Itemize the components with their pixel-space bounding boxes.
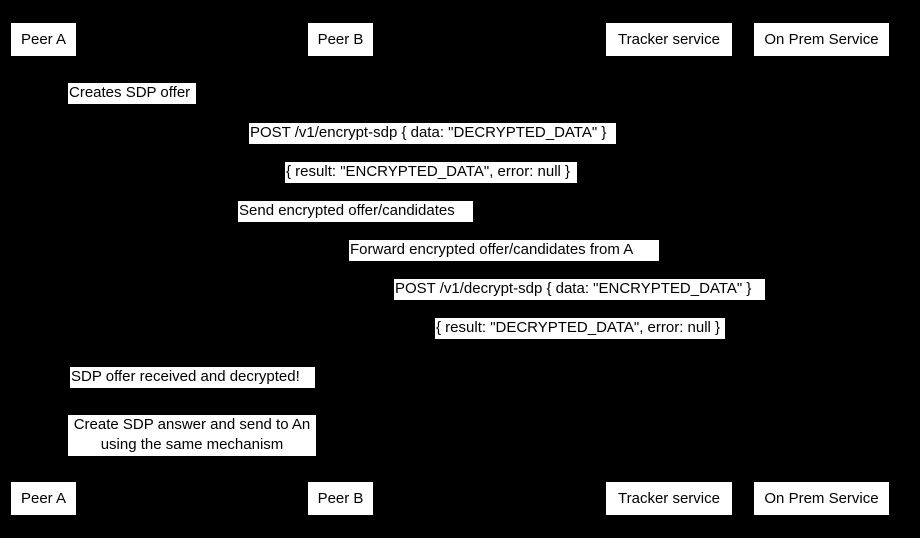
participant-footer-peer-b[interactable]: Peer B	[307, 481, 374, 516]
participant-label: Peer A	[20, 490, 67, 507]
arrow-post-decrypt-sdp	[340, 302, 821, 303]
message-label-create-sdp-answer: Create SDP answer and send to An using t…	[68, 415, 316, 456]
arrow-send-encrypted-offer	[43, 224, 668, 225]
participant-header-peer-a[interactable]: Peer A	[10, 22, 77, 57]
message-label-creates-sdp-offer: Creates SDP offer	[68, 83, 196, 104]
participant-footer-on-prem-service[interactable]: On Prem Service	[753, 481, 890, 516]
message-label-line-2: using the same mechanism	[100, 436, 284, 453]
message-label-post-encrypt-sdp: POST /v1/encrypt-sdp { data: "DECRYPTED_…	[249, 123, 616, 144]
arrow-post-encrypt-sdp	[43, 146, 821, 147]
message-label-post-decrypt-sdp: POST /v1/decrypt-sdp { data: "ENCRYPTED_…	[394, 279, 765, 300]
message-label-encrypt-sdp-result: { result: "ENCRYPTED_DATA", error: null …	[285, 162, 577, 183]
message-label-line-1: Create SDP answer and send to An	[73, 416, 311, 433]
lifeline-peer-b	[340, 57, 341, 481]
message-label-decrypt-sdp-result: { result: "DECRYPTED_DATA", error: null …	[435, 318, 725, 339]
participant-label: Peer B	[317, 490, 364, 507]
participant-footer-tracker-service[interactable]: Tracker service	[605, 481, 733, 516]
participant-label: Peer A	[20, 31, 67, 48]
message-label-send-encrypted-offer: Send encrypted offer/candidates	[238, 201, 473, 222]
participant-label: Peer B	[317, 31, 364, 48]
participant-header-peer-b[interactable]: Peer B	[307, 22, 374, 57]
message-label-sdp-offer-received: SDP offer received and decrypted!	[70, 367, 315, 388]
participant-label: Tracker service	[618, 31, 720, 48]
participant-header-on-prem-service[interactable]: On Prem Service	[753, 22, 890, 57]
participant-footer-peer-a[interactable]: Peer A	[10, 481, 77, 516]
participant-header-tracker-service[interactable]: Tracker service	[605, 22, 733, 57]
arrow-decrypt-sdp-result	[340, 341, 821, 342]
lifeline-peer-a	[43, 57, 44, 481]
participant-label: On Prem Service	[764, 490, 879, 507]
message-label-forward-encrypted-offer: Forward encrypted offer/candidates from …	[349, 240, 659, 261]
arrow-encrypt-sdp-result	[43, 185, 821, 186]
lifeline-tracker-service	[668, 57, 669, 481]
lifeline-on-prem-service	[821, 57, 822, 481]
arrow-forward-encrypted-offer	[340, 263, 668, 264]
participant-label: On Prem Service	[764, 31, 879, 48]
participant-label: Tracker service	[618, 490, 720, 507]
